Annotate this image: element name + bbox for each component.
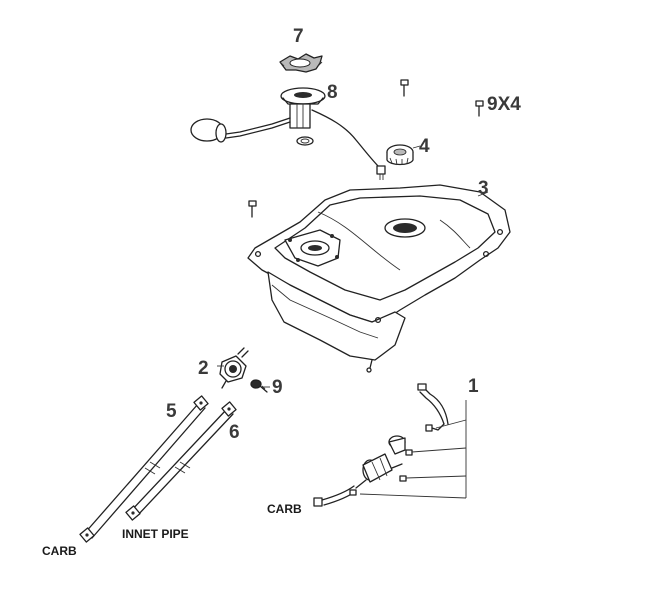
- part-1-fuel-filter-assembly: [313, 383, 467, 507]
- bolt-9x4: [475, 100, 484, 117]
- callout-1: 1: [468, 376, 479, 397]
- part-5-fuel-hose: [79, 395, 209, 543]
- callout-6: 6: [229, 422, 240, 443]
- part-9-screw: [250, 379, 268, 393]
- callout-5: 5: [166, 401, 177, 422]
- bolt-top: [400, 79, 409, 97]
- callout-4: 4: [419, 136, 430, 157]
- part-7-lock-ring: [279, 53, 323, 73]
- part-2-fuel-cock: [219, 347, 249, 389]
- part-8-fuel-gauge-sender: [190, 87, 386, 180]
- callout-9: 9: [272, 377, 283, 398]
- bolt-left: [248, 200, 257, 218]
- callout-9x4: 9X4: [487, 94, 521, 115]
- label-innet-pipe: INNET PIPE: [122, 527, 189, 541]
- part-4-fuel-cap: [386, 144, 414, 166]
- label-carb-left: CARB: [42, 544, 77, 558]
- callout-2: 2: [198, 358, 209, 379]
- callout-7: 7: [293, 26, 304, 47]
- callout-3: 3: [478, 178, 489, 199]
- callout-8: 8: [327, 82, 338, 103]
- part-6-inlet-pipe: [125, 401, 237, 521]
- label-carb-right: CARB: [267, 502, 302, 516]
- callout-leaders: [217, 145, 489, 388]
- part-3-fuel-tank: [247, 184, 511, 373]
